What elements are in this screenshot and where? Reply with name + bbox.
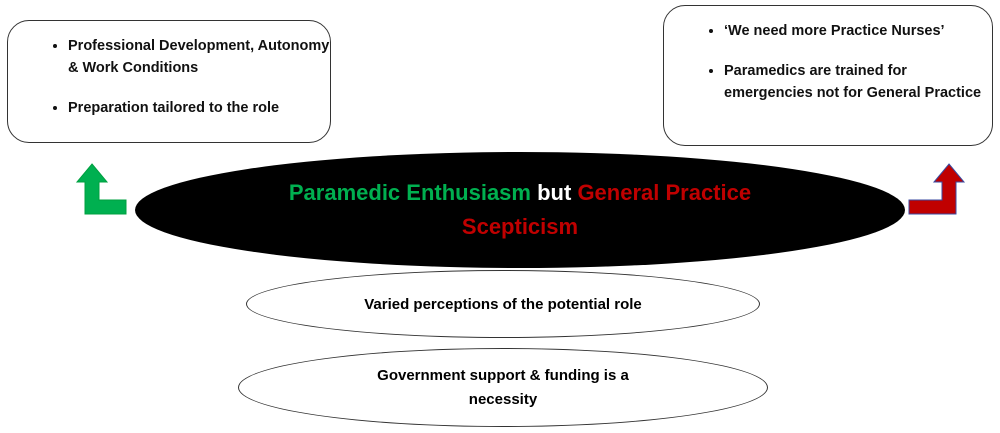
red-up-arrow-icon — [908, 163, 966, 215]
perceptions-text: Varied perceptions of the potential role — [364, 295, 642, 313]
enthusiasm-text: Paramedic Enthusiasm — [288, 180, 531, 205]
central-ellipse: Paramedic Enthusiasm but General Practic… — [135, 152, 905, 268]
left-item: Preparation tailored to the role — [68, 97, 330, 119]
left-box: Professional Development, Autonomy & Wor… — [7, 20, 331, 143]
right-item: Paramedics are trained for emergencies n… — [724, 60, 992, 104]
right-box: ‘We need more Practice Nurses’ Paramedic… — [663, 5, 993, 146]
scepticism-text: General Practice Scepticism — [461, 180, 752, 239]
green-up-arrow-icon — [75, 163, 127, 215]
government-text: Government support & funding is a necess… — [377, 366, 629, 408]
left-item: Professional Development, Autonomy & Wor… — [68, 35, 330, 79]
perceptions-ellipse: Varied perceptions of the potential role — [246, 270, 760, 338]
government-ellipse: Government support & funding is a necess… — [238, 348, 768, 427]
but-text: but — [537, 180, 572, 205]
right-item: ‘We need more Practice Nurses’ — [724, 20, 992, 42]
